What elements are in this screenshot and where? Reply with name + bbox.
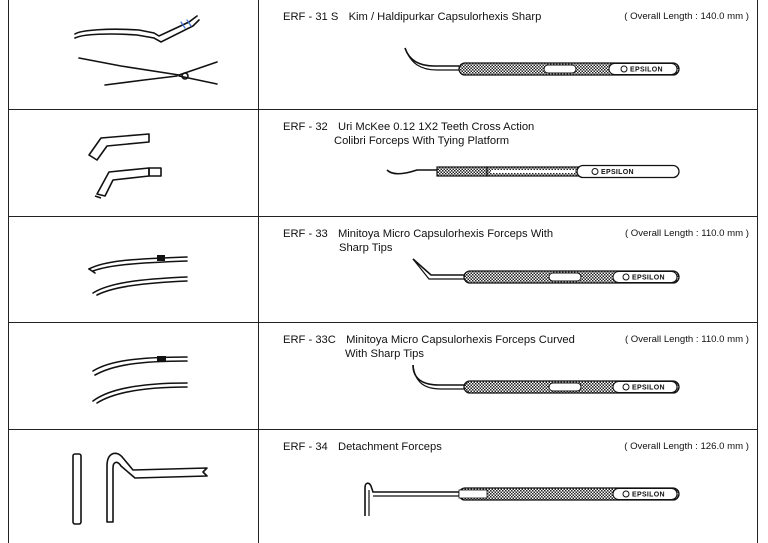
overall-length: ( Overall Length : 110.0 mm ) <box>624 228 749 239</box>
tip-detail-illustration <box>9 430 259 543</box>
product-title: ERF - 33 Minitoya Micro Capsulorhexis Fo… <box>283 227 553 255</box>
product-detail: ERF - 33 Minitoya Micro Capsulorhexis Fo… <box>259 217 757 322</box>
product-name-line: With Sharp Tips <box>345 348 424 360</box>
product-catalog-table: ERF - 31 S Kim / Haldipurkar Capsulorhex… <box>8 0 758 543</box>
tip-detail-illustration <box>9 217 259 322</box>
tip-detail-illustration <box>9 323 259 429</box>
tip-detail-drawing <box>88 255 188 296</box>
product-code: ERF - 31 S <box>283 11 339 23</box>
tip-detail-illustration <box>9 110 259 216</box>
product-code: ERF - 33 <box>283 228 328 240</box>
product-name-line: Sharp Tips <box>339 242 393 254</box>
product-row-erf-32: ERF - 32 Uri McKee 0.12 1X2 Teeth Cross … <box>9 110 757 217</box>
product-title: ERF - 33C Minitoya Micro Capsulorhexis F… <box>283 333 575 361</box>
product-title: ERF - 32 Uri McKee 0.12 1X2 Teeth Cross … <box>283 120 534 148</box>
tip-detail-drawing <box>88 133 162 199</box>
product-detail: ERF - 34 Detachment Forceps ( Overall Le… <box>259 430 757 543</box>
product-name-line: Kim / Haldipurkar Capsulorhexis Sharp <box>348 11 542 23</box>
product-row-erf-34: ERF - 34 Detachment Forceps ( Overall Le… <box>9 430 757 543</box>
product-detail: ERF - 33C Minitoya Micro Capsulorhexis F… <box>259 323 757 429</box>
product-detail: ERF - 32 Uri McKee 0.12 1X2 Teeth Cross … <box>259 110 757 216</box>
instrument-drawing <box>412 364 680 394</box>
product-code: ERF - 33C <box>283 334 336 346</box>
tip-detail-drawing <box>74 15 218 86</box>
product-name-line: Colibri Forceps With Tying Platform <box>334 135 510 147</box>
product-name-line: Minitoya Micro Capsulorhexis Forceps Wit… <box>337 228 554 240</box>
tip-detail-drawing <box>72 452 208 525</box>
product-title: ERF - 31 S Kim / Haldipurkar Capsulorhex… <box>283 10 541 24</box>
product-name-line: Minitoya Micro Capsulorhexis Forceps Cur… <box>346 334 575 346</box>
product-title: ERF - 34 Detachment Forceps <box>283 440 442 454</box>
instrument-drawing <box>412 258 680 284</box>
overall-length: ( Overall Length : 126.0 mm ) <box>624 441 749 452</box>
product-code: ERF - 32 <box>283 121 328 133</box>
product-row-erf-33: ERF - 33 Minitoya Micro Capsulorhexis Fo… <box>9 217 757 323</box>
product-name-line: Uri McKee 0.12 1X2 Teeth Cross Action <box>337 121 535 133</box>
product-detail: ERF - 31 S Kim / Haldipurkar Capsulorhex… <box>259 0 757 109</box>
product-name-line: Detachment Forceps <box>337 441 442 453</box>
instrument-drawing <box>404 47 680 76</box>
overall-length: ( Overall Length : 140.0 mm ) <box>624 11 749 22</box>
product-row-erf-33c: ERF - 33C Minitoya Micro Capsulorhexis F… <box>9 323 757 430</box>
instrument-drawing <box>386 164 680 179</box>
tip-detail-illustration <box>9 0 259 109</box>
instrument-drawing <box>364 482 680 516</box>
overall-length: ( Overall Length : 110.0 mm ) <box>624 334 749 345</box>
tip-detail-drawing <box>92 356 188 404</box>
product-code: ERF - 34 <box>283 441 328 453</box>
product-row-erf-31s: ERF - 31 S Kim / Haldipurkar Capsulorhex… <box>9 0 757 110</box>
